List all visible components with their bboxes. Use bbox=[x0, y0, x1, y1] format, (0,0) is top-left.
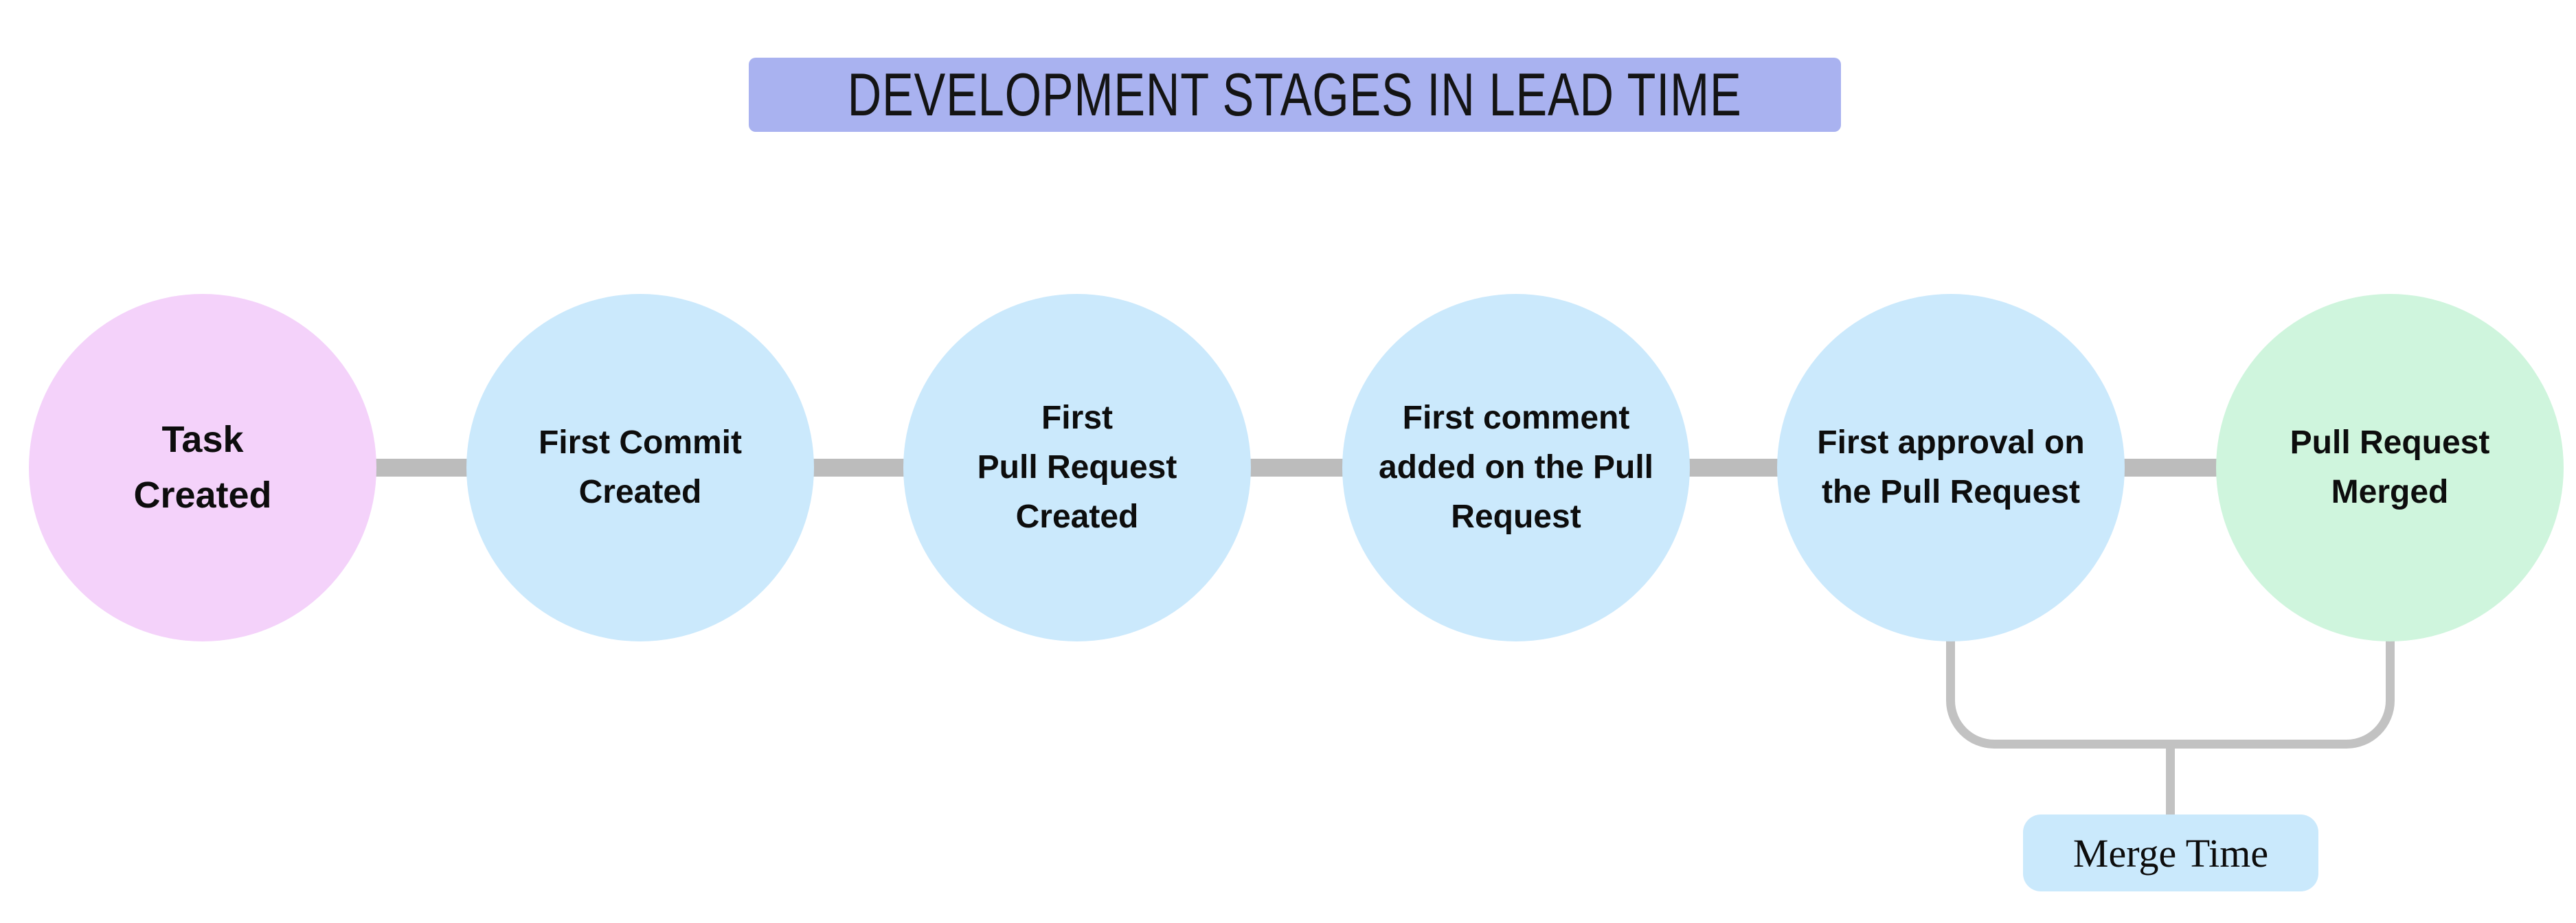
merge-time-bracket-stem bbox=[2166, 747, 2175, 816]
diagram-title: DEVELOPMENT STAGES IN LEAD TIME bbox=[848, 60, 1742, 128]
stage-label: Task Created bbox=[133, 419, 272, 516]
stage-circle-task-created: Task Created bbox=[29, 294, 376, 641]
stage-label: Pull Request Merged bbox=[2290, 424, 2490, 510]
stage-label: First approval on the Pull Request bbox=[1817, 424, 2085, 510]
stage-circle-first-pull-request-created: First Pull Request Created bbox=[903, 294, 1251, 641]
merge-time-label: Merge Time bbox=[2072, 830, 2269, 876]
stage-circle-first-commit-created: First Commit Created bbox=[466, 294, 814, 641]
merge-time-bracket bbox=[1946, 632, 2395, 749]
stage-label: First Pull Request Created bbox=[977, 400, 1177, 535]
stage-circle-first-comment-added: First comment added on the Pull Request bbox=[1342, 294, 1690, 641]
stage-circle-first-approval: First approval on the Pull Request bbox=[1777, 294, 2125, 641]
merge-time-annotation: Merge Time bbox=[2023, 814, 2318, 891]
stage-label: First comment added on the Pull Request bbox=[1378, 400, 1653, 535]
stage-circle-pull-request-merged: Pull Request Merged bbox=[2216, 294, 2564, 641]
stage-label: First Commit Created bbox=[538, 424, 742, 510]
diagram-title-banner: DEVELOPMENT STAGES IN LEAD TIME bbox=[749, 58, 1841, 132]
